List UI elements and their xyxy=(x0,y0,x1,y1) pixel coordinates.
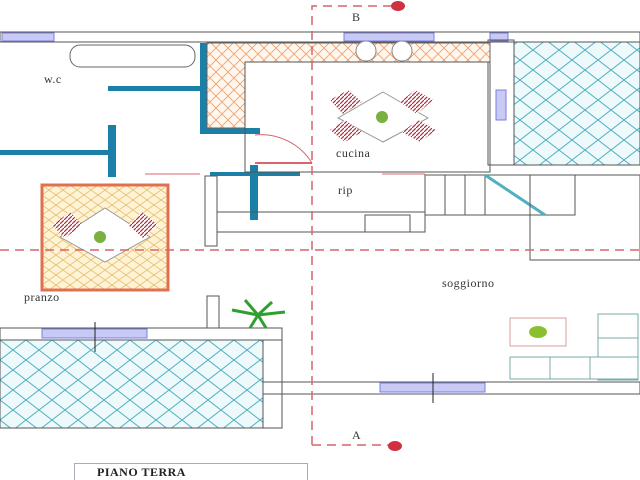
plant-icon xyxy=(231,299,286,329)
bathtub xyxy=(69,44,196,68)
pool-upper xyxy=(513,41,640,166)
section-marker-a xyxy=(388,441,402,451)
plan-title: PIANO TERRA xyxy=(97,465,186,479)
stairs xyxy=(204,173,640,261)
door-swing xyxy=(254,134,313,164)
exterior-walls xyxy=(0,31,640,43)
kitchen-outline xyxy=(244,61,491,173)
room-label-soggiorno: soggiorno xyxy=(442,276,495,290)
section-label-b: B xyxy=(352,10,361,24)
pool-lower xyxy=(0,339,264,429)
kitchen-rug xyxy=(330,90,436,143)
section-line xyxy=(0,5,640,446)
section-label-a: A xyxy=(352,428,362,442)
sofa xyxy=(509,313,639,381)
room-label-rip: rip xyxy=(338,183,353,197)
section-marker-b xyxy=(391,1,405,11)
dining-rug xyxy=(40,183,170,292)
room-label-pranzo: pranzo xyxy=(24,290,60,304)
coffee-table xyxy=(509,317,567,347)
room-label-wc: w.c xyxy=(44,72,62,86)
title-box: PIANO TERRA xyxy=(74,463,308,480)
room-label-cucina: cucina xyxy=(336,146,371,160)
